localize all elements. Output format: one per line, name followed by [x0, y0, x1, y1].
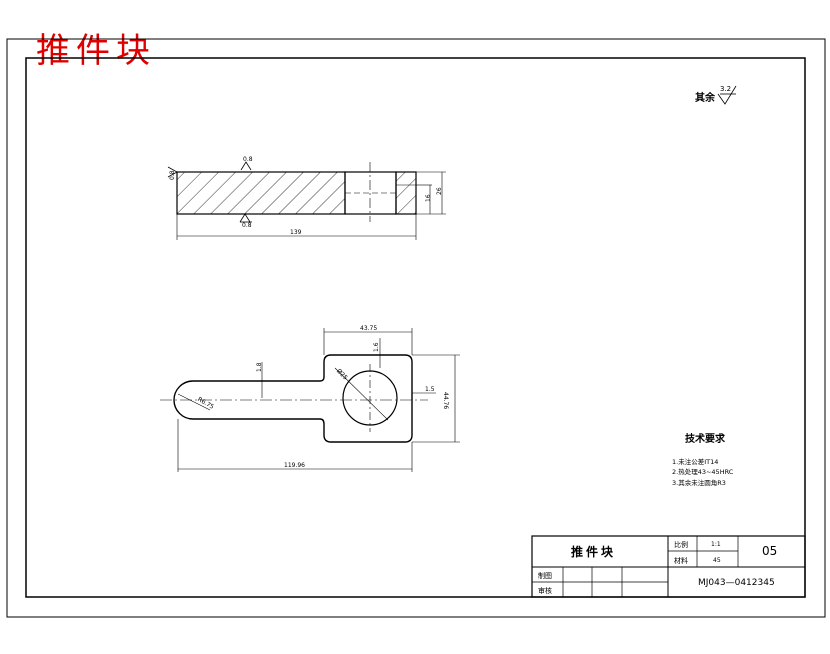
checked-label: 审核: [538, 586, 552, 595]
tech-req-item-1: 1.未注公差IT14: [672, 457, 718, 466]
dim-front-length: 139: [290, 229, 302, 236]
dim-tip-radius: R6.75: [196, 396, 215, 411]
drawing-number: MJ043—0412345: [698, 578, 775, 588]
roughness-other: 其余 3.2: [695, 85, 737, 105]
material-label: 材料: [674, 556, 688, 565]
dim-neck-width: 1.8: [256, 362, 263, 372]
dim-top-slot-depth: 1.6: [373, 342, 380, 352]
roughness-bottom: 0.8: [242, 222, 252, 229]
hatched-section-left: [176, 171, 346, 215]
roughness-other-label: 其余: [695, 91, 716, 104]
dim-front-height: 26: [436, 187, 443, 195]
dim-bottom-length: 119.96: [284, 462, 305, 469]
material-value: 45: [713, 557, 721, 564]
outer-frame: [6, 38, 826, 618]
roughness-left: 0.8: [169, 170, 176, 180]
dim-height-total: 44.76: [442, 392, 449, 409]
part-outline: [173, 354, 413, 443]
tech-requirements: 技术要求 1.未注公差IT14 2.热处理43~45HRC 3.其余未注圆角R3: [672, 432, 734, 487]
tech-req-item-2: 2.热处理43~45HRC: [672, 467, 734, 476]
dim-right-offset: 1.5: [425, 386, 435, 393]
part-name: 推件块: [571, 544, 616, 559]
roughness-top: 0.8: [243, 156, 253, 163]
hatched-section-right: [395, 171, 417, 215]
scale-value: 1:1: [711, 541, 721, 548]
top-plan-view: Ø25 R6.75 43.75 1.6 1.8 1.5 44.76 119.96: [160, 325, 460, 472]
header-title: 推件块: [36, 31, 156, 71]
front-section-view: 0.8 0.8 0.8 139 26 16: [167, 156, 446, 240]
inner-frame: [25, 57, 806, 598]
tech-req-title: 技术要求: [685, 432, 726, 445]
roughness-other-value: 3.2: [720, 85, 731, 93]
hole-section: [344, 171, 397, 215]
drawn-label: 制图: [538, 571, 552, 580]
sheet-number: 05: [762, 544, 777, 558]
tech-req-item-3: 3.其余未注圆角R3: [672, 478, 726, 487]
dim-top-width: 43.75: [360, 325, 377, 332]
dim-front-depth: 16: [425, 194, 432, 202]
title-block: 推件块 比例 1:1 材料 45 05 制图 审核 MJ043—0412345: [531, 535, 806, 598]
scale-label: 比例: [674, 540, 688, 549]
